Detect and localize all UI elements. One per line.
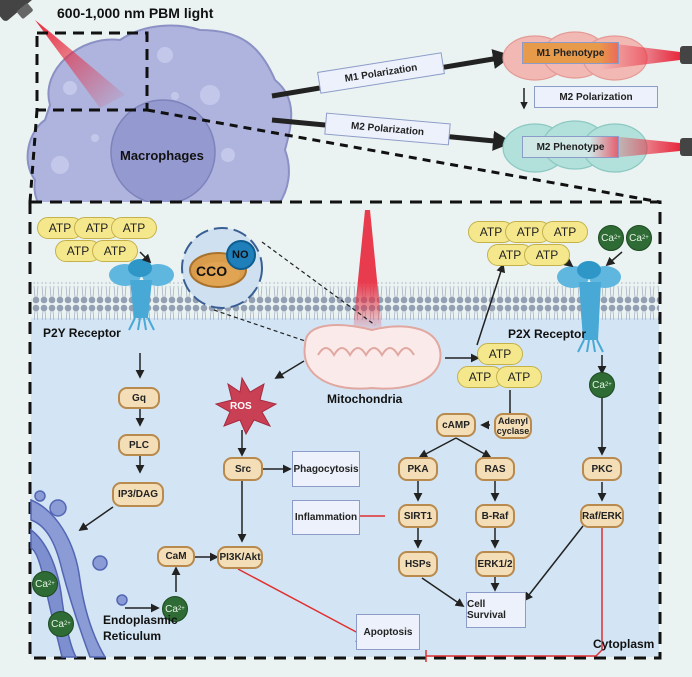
right-lamp-bottom-icon — [680, 138, 692, 156]
node-ras: RAS — [475, 457, 515, 481]
no-label: NO — [232, 249, 249, 261]
macrophages-label: Macrophages — [120, 148, 204, 163]
node-hsps: HSPs — [398, 551, 438, 577]
mitochondria-beam — [353, 210, 382, 330]
node-gq: Gq — [118, 387, 160, 409]
atp-molecule: ATP — [505, 221, 551, 243]
title: 600-1,000 nm PBM light — [57, 5, 214, 21]
atp-molecule: ATP — [111, 217, 157, 239]
outcome-inflammation: Inflammation — [292, 500, 360, 535]
node-erk: ERK1/2 — [475, 551, 515, 577]
outcome-apoptosis: Apoptosis — [356, 614, 420, 650]
er-label-line2: Reticulum — [103, 629, 162, 643]
node-sirt1: SIRT1 — [398, 504, 438, 528]
atp-molecule: ATP — [92, 240, 138, 262]
p2x-receptor-icon — [557, 261, 621, 353]
cco-label: CCO — [196, 263, 228, 279]
right-lamp-top-icon — [680, 46, 692, 64]
zoom-region — [35, 31, 149, 112]
node-pi3k-akt: PI3K/Akt — [217, 546, 263, 569]
cytoplasm-label: Cytoplasm — [593, 637, 655, 651]
atp-molecule: ATP — [477, 343, 523, 365]
cell-membrane — [31, 282, 659, 320]
light-source-icon — [0, 0, 35, 21]
detail-panel — [28, 200, 662, 660]
mitochondria-icon — [303, 324, 442, 390]
mitochondria-label: Mitochondria — [327, 392, 403, 406]
ros-label: ROS — [230, 401, 252, 412]
outcome-cell-survival: Cell Survival — [466, 592, 526, 628]
node-plc: PLC — [118, 434, 160, 456]
node-ip3dag: IP3/DAG — [112, 482, 164, 507]
node-pka: PKA — [398, 457, 438, 481]
er-label-line1: Endoplasmic — [103, 613, 178, 627]
p2y-receptor-icon — [109, 259, 174, 331]
node-src: Src — [223, 457, 263, 481]
p2y-receptor-label: P2Y Receptor — [43, 326, 121, 340]
atp-molecule: ATP — [524, 244, 570, 266]
node-camp: cAMP — [436, 413, 476, 437]
node-raf-erk: Raf/ERK — [580, 504, 624, 528]
p2x-receptor-label: P2X Receptor — [508, 327, 587, 341]
m1-phenotype-label: M1 Phenotype — [522, 42, 619, 64]
node-cam: CaM — [157, 546, 195, 567]
atp-molecule: ATP — [37, 217, 83, 239]
atp-molecule: ATP — [457, 366, 503, 388]
ros-icon — [214, 376, 278, 436]
atp-molecule: ATP — [487, 244, 533, 266]
m2-phenotype-label: M2 Phenotype — [522, 136, 619, 158]
node-pkc: PKC — [582, 457, 622, 481]
atp-molecule: ATP — [542, 221, 588, 243]
outcome-phagocytosis: Phagocytosis — [292, 451, 360, 487]
atp-molecule: ATP — [496, 366, 542, 388]
no-icon — [226, 240, 256, 270]
m1-to-m2-polarization-label: M2 Polarization — [534, 86, 658, 108]
light-beam — [35, 20, 125, 108]
node-braf: B-Raf — [475, 504, 515, 528]
